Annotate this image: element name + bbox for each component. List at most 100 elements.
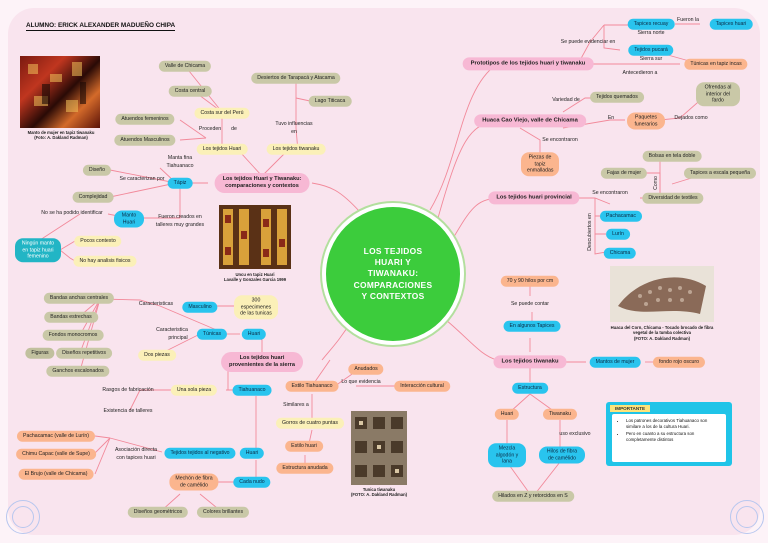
node-cada-nudo[interactable]: Cada nudo bbox=[233, 476, 271, 488]
seal-left-inner-icon bbox=[12, 506, 34, 528]
node-fajas-de-mujer[interactable]: Fajas de mujer bbox=[600, 167, 648, 179]
tunica-caption-line1: Tunica tiwanaku bbox=[362, 487, 396, 492]
label-caracteristicas: Caracteristicas bbox=[138, 300, 174, 307]
node-tunicas[interactable]: Túnicas bbox=[196, 328, 228, 340]
node-pachacamac-r[interactable]: Pachacamac bbox=[600, 210, 642, 222]
node-tapices-escala[interactable]: Tapices a escala pequeña bbox=[684, 167, 756, 179]
node-hilados[interactable]: Hilados en Z y retorcidos en S bbox=[492, 490, 574, 502]
central-topic[interactable]: LOS TEJIDOS HUARI Y TIWANAKU: COMPARACIO… bbox=[322, 203, 464, 345]
node-disenos-repetitivos[interactable]: Diseños repetitivos bbox=[56, 347, 112, 359]
label-de: de bbox=[231, 125, 237, 132]
label-talleres: talleres muy grandes bbox=[155, 221, 205, 228]
node-atuendos-masculinos[interactable]: Atuendos Masculinos bbox=[114, 134, 176, 146]
central-line-2: HUARI Y bbox=[374, 256, 412, 267]
node-bandas-anchas[interactable]: Bandas anchas centrales bbox=[43, 292, 115, 304]
node-costa-sur[interactable]: Costa sur del Perú bbox=[194, 107, 250, 119]
node-tapices-recuay[interactable]: Tapices recuay bbox=[627, 18, 675, 30]
label-caracteristica-principal2: principal bbox=[168, 334, 188, 341]
node-interaccion-cultural[interactable]: Interacción cultural bbox=[394, 380, 450, 392]
node-estructura[interactable]: Estructura bbox=[512, 382, 548, 394]
node-tejidos-huari-top[interactable]: Los tejidos Huari bbox=[196, 143, 248, 155]
node-estilo-huari[interactable]: Estilo huari bbox=[285, 440, 323, 452]
node-paquetes-funerarios[interactable]: Paquetes funerarios bbox=[627, 112, 665, 130]
node-ofrendas[interactable]: Ofrendas al interior del fardo bbox=[696, 82, 740, 106]
node-fondo-rojo[interactable]: fondo rojo oscuro bbox=[652, 356, 706, 368]
node-pachacamac-l[interactable]: Pachacamac (valle de Lurín) bbox=[16, 430, 96, 442]
node-disenos-geometricos[interactable]: Diseños geométricos bbox=[127, 506, 189, 518]
manto-caption-line2: (Foto: A. Dakland Radman) bbox=[34, 135, 88, 141]
node-lago-titicaca[interactable]: Lago Titicaca bbox=[308, 95, 352, 107]
node-piezas-tapiz[interactable]: Piezas de tapiz enmalladas bbox=[521, 152, 559, 176]
node-pocos-contextos[interactable]: Pocos contexto bbox=[74, 235, 122, 247]
tunica-tiwanaku-image bbox=[351, 411, 407, 485]
node-tiahuanaco-b[interactable]: Tiahuanaco bbox=[232, 384, 272, 396]
node-diseno[interactable]: Diseño bbox=[82, 164, 112, 176]
topic-sierra-line1: Los tejidos huari bbox=[239, 355, 285, 362]
node-huari-mid[interactable]: Huari bbox=[241, 328, 267, 340]
node-mezcla-algodon[interactable]: Mezcla algodón y lana bbox=[488, 443, 526, 467]
node-el-brujo[interactable]: El Brujo (valle de Chicama) bbox=[18, 468, 94, 480]
node-no-hay-analisis[interactable]: No hay analisis fisicos bbox=[73, 255, 137, 267]
node-hilos-fibra-camelido[interactable]: Hilos de fibra de camélido bbox=[539, 446, 585, 464]
label-fueron-creados: Fueron creados en bbox=[158, 213, 202, 220]
node-tejidos-quemados[interactable]: Tejidos quemados bbox=[590, 91, 644, 103]
node-chimu-capac[interactable]: Chimu Capac (valle de Supe) bbox=[16, 448, 96, 460]
topic-sierra[interactable]: Los tejidos huari provenientes de la sie… bbox=[221, 352, 303, 372]
label-sierra-sur: Sierra sur bbox=[639, 55, 663, 62]
node-colores-brillantes[interactable]: Colores brillantes bbox=[196, 506, 250, 518]
node-dos-piezas[interactable]: Dos piezas bbox=[138, 349, 176, 361]
node-tunicas-incas[interactable]: Túnicas en tapiz incas bbox=[684, 58, 748, 70]
node-diversidad-textiles[interactable]: Diversidad de textiles bbox=[642, 192, 704, 204]
node-tejidos-pucara[interactable]: Tejidos pucará bbox=[628, 44, 674, 56]
node-tapices-huari[interactable]: Tapices huari bbox=[709, 18, 753, 30]
node-anudados[interactable]: Anudados bbox=[348, 363, 384, 375]
node-mechon[interactable]: Mechón de fibra de camélido bbox=[169, 473, 219, 491]
node-tapiz[interactable]: Tápiz bbox=[167, 177, 193, 189]
node-tiwanaku-r[interactable]: Tiwanaku bbox=[542, 408, 578, 420]
node-bandas-estrechas[interactable]: Bandas estrechas bbox=[44, 311, 98, 323]
node-chicama-r[interactable]: Chicama bbox=[603, 247, 637, 259]
node-figuras[interactable]: Figuras bbox=[25, 347, 55, 359]
node-en-algunos-tapices[interactable]: En algunos Tapices bbox=[503, 320, 561, 332]
node-atuendos-femeninos[interactable]: Atuendos femeninos bbox=[115, 113, 175, 125]
node-costa-central[interactable]: Costa central bbox=[168, 85, 212, 97]
topic-prototipos[interactable]: Prototipos de los tejidos huari y tiwana… bbox=[462, 57, 594, 71]
node-ganchos[interactable]: Ganchos escalonados bbox=[46, 365, 110, 377]
node-lurin[interactable]: Lurín bbox=[606, 228, 630, 240]
node-tejidos-tiwanaku-top[interactable]: Los tejidos tiwanaku bbox=[266, 143, 326, 155]
node-masculino[interactable]: Masculino bbox=[182, 301, 218, 313]
node-huari-r[interactable]: Huari bbox=[494, 408, 520, 420]
label-sierra-norte: Sierra norte bbox=[637, 29, 665, 36]
node-mechon-line1: Mechón de fibra bbox=[175, 475, 213, 482]
node-desiertos[interactable]: Desiertos de Tarapacá y Atacama bbox=[251, 72, 341, 84]
topic-comparaciones[interactable]: Los tejidos Huari y Tiwanaku: comparacio… bbox=[214, 173, 310, 193]
node-complejidad[interactable]: Complejidad bbox=[72, 191, 114, 203]
important-note: IMPORTANTE Los patrones decorativos Tiah… bbox=[606, 402, 732, 466]
node-ningun-manto[interactable]: Ningún manto en tapiz huari femenino bbox=[15, 238, 61, 262]
node-tejidos-negativo[interactable]: Tejidos tejidos al negativo bbox=[164, 447, 236, 459]
node-valle-chicama[interactable]: Valle de Chicama bbox=[158, 60, 212, 72]
node-huari-b[interactable]: Huari bbox=[239, 447, 265, 459]
label-rasgos-fabricacion: Rasgos de fabricación bbox=[102, 386, 154, 393]
node-estructura-anudada[interactable]: Estructura anudada bbox=[276, 462, 334, 474]
label-antecedieron: Antecedieron a bbox=[622, 69, 658, 76]
node-mantos-de-mujer[interactable]: Mantos de mujer bbox=[589, 356, 641, 368]
topic-huaca-cao[interactable]: Huaca Cao Viejo, valle de Chicama bbox=[474, 114, 586, 128]
node-especimenes[interactable]: 300 especimenes de las tunicas bbox=[234, 295, 278, 319]
node-gorros[interactable]: Gorros de cuatro puntas bbox=[276, 417, 344, 429]
node-fondos-monocromos[interactable]: Fondos monocromos bbox=[42, 329, 104, 341]
node-estilo-tiahuanaco[interactable]: Estilo Tiahuanaco bbox=[285, 380, 339, 392]
topic-provincial[interactable]: Los tejidos huari provincial bbox=[488, 191, 580, 205]
manto-caption: Manto de mujer en tapiz tiwanaku (Foto: … bbox=[18, 130, 104, 141]
node-bolsas-tela-doble[interactable]: Bolsas en tela doble bbox=[642, 150, 702, 162]
node-hilos-70-90[interactable]: 70 y 90 hilos por cm bbox=[500, 275, 560, 287]
node-una-sola-pieza[interactable]: Una sola pieza bbox=[170, 384, 218, 396]
topic-tejidos-tiwanaku[interactable]: Los tejidos tiwanaku bbox=[493, 355, 567, 369]
label-similares-a: Similares a bbox=[283, 401, 309, 408]
huaca-caption: Huaca del Corn, Chicama - Tocado brocado… bbox=[600, 325, 724, 341]
label-se-puede-evidenciar: Se puede evidenciar en bbox=[560, 38, 616, 45]
node-manto-huari[interactable]: Manto Huari bbox=[114, 210, 144, 228]
central-line-3: TIWANAKU: bbox=[367, 268, 419, 279]
label-no-se-ha-podido: No se ha podido identificar bbox=[41, 209, 103, 216]
